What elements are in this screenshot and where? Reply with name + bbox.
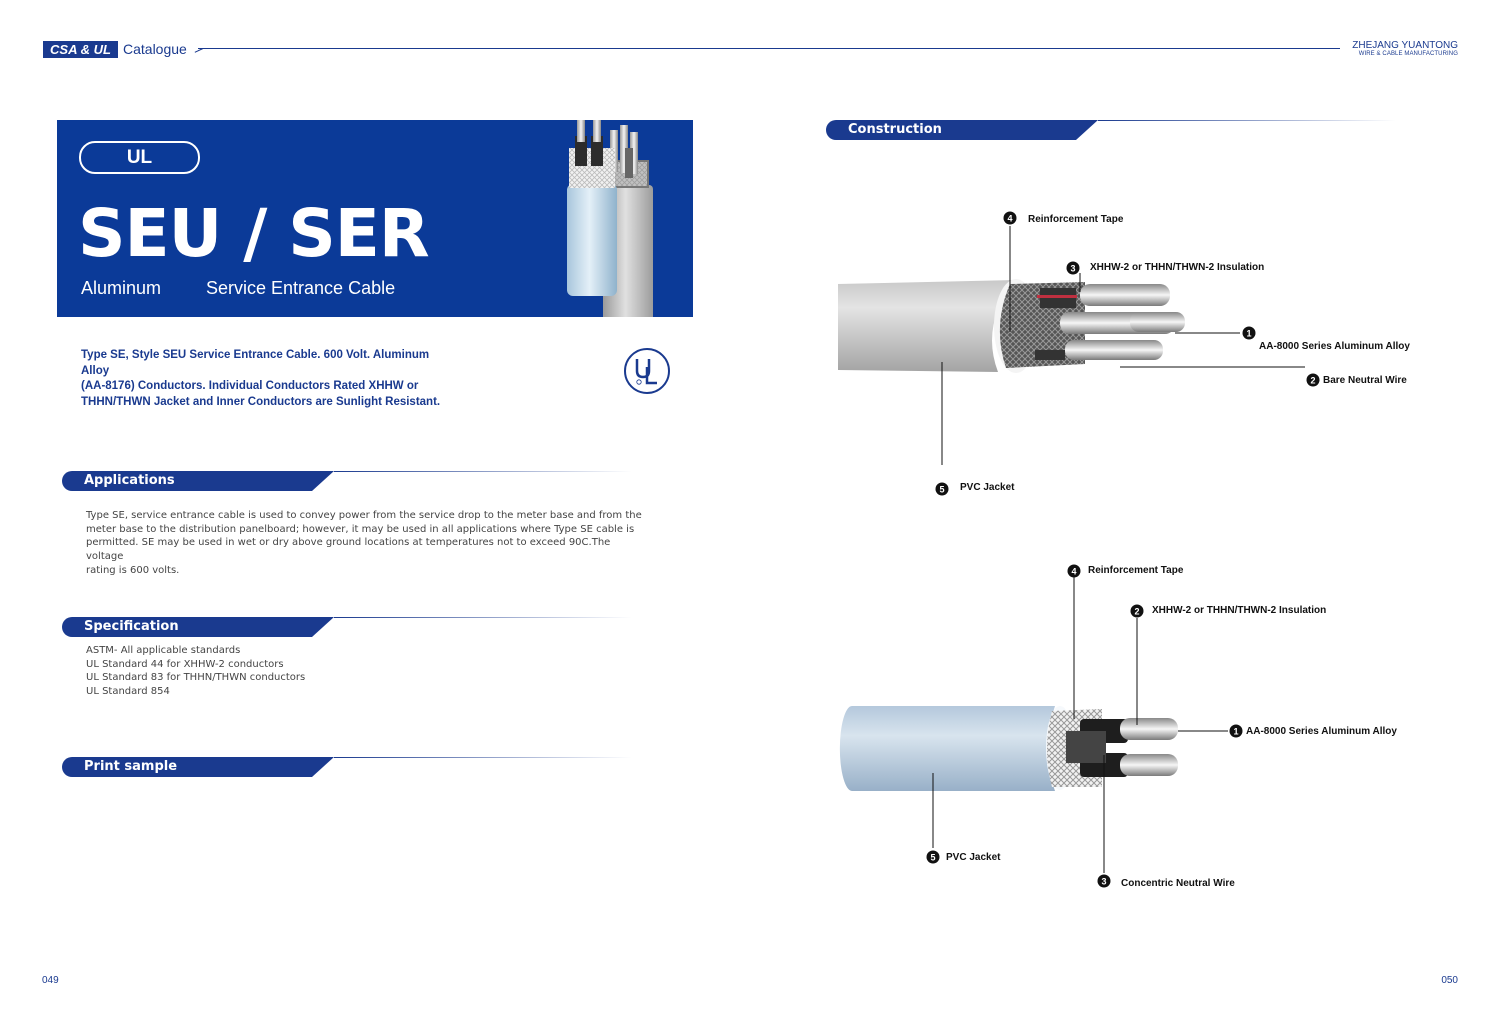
callout-insulation: 3 XHHW-2 or THHN/THWN-2 Insulation (1066, 261, 1264, 275)
section-header-specification: Specification (62, 617, 632, 637)
header-divider (198, 48, 1340, 49)
svg-text:5: 5 (930, 853, 935, 863)
applications-line: permitted. SE may be used in wet or dry … (86, 537, 611, 563)
svg-text:Bare Neutral Wire: Bare Neutral Wire (1323, 375, 1407, 386)
svg-text:2: 2 (1310, 376, 1315, 386)
svg-text:3: 3 (1070, 264, 1075, 274)
callout-reinforcement-tape: 4 Reinforcement Tape (1067, 564, 1184, 578)
company-name: ZHEJANG YUANTONG (1352, 40, 1458, 51)
callout-insulation: 2 XHHW-2 or THHN/THWN-2 Insulation (1130, 604, 1326, 618)
svg-text:5: 5 (939, 485, 944, 495)
specification-list: ASTM- All applicable standards UL Standa… (86, 644, 486, 699)
svg-text:PVC Jacket: PVC Jacket (946, 852, 1001, 863)
svg-text:PVC Jacket: PVC Jacket (960, 482, 1015, 493)
svg-text:4: 4 (1007, 214, 1012, 224)
product-type: Service Entrance Cable (206, 278, 396, 298)
callout-pvc-jacket: 5 PVC Jacket (935, 482, 1015, 496)
specification-item: UL Standard 83 for THHN/THWN conductors (86, 672, 306, 684)
svg-text:4: 4 (1071, 567, 1076, 577)
callout-aluminum-alloy: 1 AA-8000 Series Aluminum Alloy (1229, 724, 1397, 738)
ul-listed-icon (624, 348, 670, 394)
section-title: Applications (84, 473, 175, 488)
svg-text:3: 3 (1101, 877, 1106, 887)
section-header-print-sample: Print sample (62, 757, 632, 777)
specification-item: ASTM- All applicable standards (86, 645, 241, 656)
svg-text:1: 1 (1233, 727, 1238, 737)
svg-text:AA-8000 Series Aluminum Alloy: AA-8000 Series Aluminum Alloy (1259, 341, 1410, 352)
description-line: (AA-8176) Conductors. Individual Conduct… (81, 380, 419, 392)
product-material: Aluminum (81, 278, 162, 298)
svg-text:XHHW-2 or THHN/THWN-2 Insulati: XHHW-2 or THHN/THWN-2 Insulation (1090, 262, 1264, 273)
svg-text:XHHW-2 or THHN/THWN-2 Insulati: XHHW-2 or THHN/THWN-2 Insulation (1152, 605, 1326, 616)
applications-line: meter base to the distribution panelboar… (86, 523, 635, 535)
ul-pill: UL (79, 141, 200, 174)
svg-text:AA-8000 Series Aluminum Alloy: AA-8000 Series Aluminum Alloy (1246, 726, 1397, 737)
company-subtitle: WIRE & CABLE MANUFACTURING (1358, 51, 1458, 57)
callout-concentric-neutral-wire: 3 Concentric Neutral Wire (1097, 874, 1235, 889)
section-title: Specification (84, 619, 179, 634)
section-title: Print sample (84, 759, 178, 774)
description-line: THHN/THWN Jacket and Inner Conductors ar… (81, 395, 441, 408)
svg-text:Concentric Neutral Wire: Concentric Neutral Wire (1121, 878, 1235, 889)
catalogue-label: Catalogue (123, 41, 187, 57)
callout-bare-neutral-wire: 2 Bare Neutral Wire (1306, 373, 1407, 387)
hero-banner: UL SEU / SER Aluminum Service Entrance C… (57, 120, 693, 317)
description-line: Type SE, Style SEU Service Entrance Cabl… (81, 349, 430, 377)
product-description: Type SE, Style SEU Service Entrance Cabl… (81, 348, 441, 410)
specification-item: UL Standard 854 (86, 686, 170, 698)
section-header-applications: Applications (62, 471, 632, 491)
svg-text:Reinforcement Tape: Reinforcement Tape (1028, 214, 1124, 225)
svg-text:Reinforcement Tape: Reinforcement Tape (1088, 565, 1184, 576)
section-title: Construction (848, 122, 942, 137)
callout-pvc-jacket: 5 PVC Jacket (926, 850, 1001, 864)
company-logo: ZHEJANG YUANTONG WIRE & CABLE MANUFACTUR… (1352, 40, 1458, 58)
cable-product-image (567, 120, 653, 317)
catalogue-badge: CSA & UL (43, 41, 118, 58)
page-number-right: 050 (1441, 975, 1458, 986)
callout-aluminum-alloy: 1 AA-8000 Series Aluminum Alloy (1242, 326, 1410, 352)
callout-reinforcement-tape: 4 Reinforcement Tape (1003, 211, 1124, 225)
page-number-left: 049 (42, 975, 59, 986)
applications-text: Type SE, service entrance cable is used … (86, 509, 646, 578)
svg-text:1: 1 (1246, 329, 1251, 339)
product-title: SEU / SER (78, 195, 430, 272)
construction-diagram-ser: 4 Reinforcement Tape 3 XHHW-2 or THHN/TH… (838, 211, 1410, 496)
applications-line: Type SE, service entrance cable is used … (86, 510, 642, 521)
section-header-construction: Construction (826, 120, 1396, 140)
specification-item: UL Standard 44 for XHHW-2 conductors (86, 658, 284, 670)
svg-text:2: 2 (1134, 607, 1139, 617)
applications-line: rating is 600 volts. (86, 564, 180, 576)
construction-diagram-seu: 4 Reinforcement Tape 2 XHHW-2 or THHN/TH… (839, 564, 1397, 889)
